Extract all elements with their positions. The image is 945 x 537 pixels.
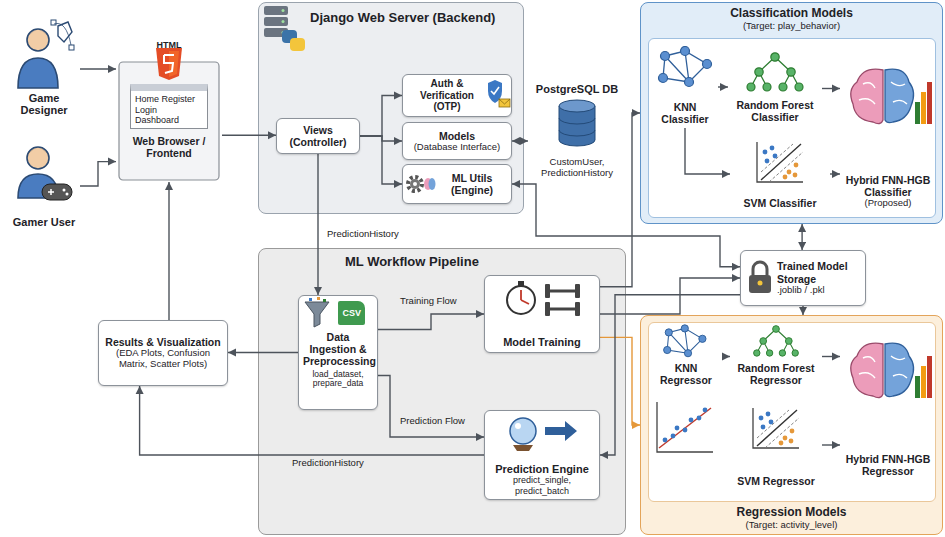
node-text: ML Workflow Pipeline: [258, 248, 626, 270]
connector: [512, 184, 740, 267]
node-text: Random Forest Regressor: [734, 362, 818, 386]
node-text: predict_single, predict_batch: [489, 475, 595, 496]
process-box: Models(Database Interface): [402, 122, 512, 160]
edge-label: Training Flow: [398, 296, 459, 307]
process-box: Results & Visualization(EDA Plots, Confu…: [98, 320, 228, 386]
node-text: Views (Controller): [281, 124, 355, 148]
process-box: Auth & Verification (OTP): [402, 74, 512, 117]
node-text: CustomUser, PredictionHistory: [532, 157, 622, 179]
node-text: Random Forest Classifier: [732, 99, 818, 123]
connector: [822, 444, 840, 445]
server-panel: Django Web Server (Backend) Views (Contro…: [258, 2, 524, 214]
model-icon: KNN Classifier: [652, 46, 718, 128]
node-text: KNN Classifier: [656, 101, 714, 125]
edge-label: PredictionHistory: [325, 229, 401, 240]
connector: [722, 356, 730, 357]
pipeline-panel: ML Workflow PipelineCSV Data Ingestion & …: [258, 248, 626, 535]
process-box: Views (Controller): [276, 118, 360, 154]
connector: [685, 128, 730, 174]
connector: [718, 86, 728, 87]
connector: [228, 352, 298, 353]
node-text: (EDA Plots, Confusion Matrix, Scatter Pl…: [103, 348, 223, 370]
storage-box: Trained Model Storage.joblib / .pkl: [740, 250, 866, 306]
connector: [222, 135, 276, 136]
process-box: Prediction Enginepredict_single, predict…: [484, 410, 600, 500]
connector: [801, 224, 802, 250]
model-icon: Random Forest Regressor: [730, 324, 822, 389]
node-text: CSV: [338, 301, 365, 325]
node-text: (Proposed): [844, 198, 932, 209]
connector: [600, 278, 740, 314]
connector: [802, 306, 803, 315]
node-text: load_dataset, prepare_data: [303, 370, 373, 390]
node-text: .joblib / .pkl: [745, 285, 861, 296]
node-text: SVM Regressor: [734, 475, 818, 487]
node-text: Game Designer: [12, 92, 76, 117]
node-text: HTML: [120, 40, 218, 50]
node-text: SVM Classifier: [734, 197, 826, 209]
node-text: Model Training: [489, 336, 595, 349]
actor: Game Designer: [8, 18, 80, 120]
node-text: Regression Models: [640, 506, 943, 520]
connector: [378, 314, 484, 330]
node-text: PostgreSQL DB: [532, 83, 622, 96]
connector: [822, 356, 840, 357]
node-text: Hybrid FNN-HGB Classifier: [844, 174, 932, 198]
node-text: Trained Model Storage: [745, 260, 861, 284]
model-icon: SVM Classifier: [730, 136, 830, 212]
node-text: (Target: activity_level): [640, 520, 943, 531]
connector: [80, 68, 116, 69]
edge-label: PredictionHistory: [290, 458, 366, 469]
connector: [830, 173, 840, 174]
node-text: Classification Models: [640, 7, 943, 21]
connector: [360, 136, 402, 141]
connector: [600, 337, 640, 425]
process-box: CSV Data Ingestion & Preprocessing load_da…: [298, 295, 378, 410]
connector: [600, 113, 640, 287]
model-icon: KNN Regressor: [650, 324, 722, 389]
node-text: (Database Interface): [407, 142, 507, 153]
connector: [822, 88, 840, 89]
connector: [360, 136, 402, 184]
node-text: Models: [407, 130, 507, 142]
node-text: Prediction Engine: [489, 463, 595, 476]
node-text: Data Ingestion & Preprocessing: [303, 331, 373, 367]
model-panel: Classification Models(Target: play_behav…: [640, 2, 943, 224]
node-text: Hybrid FNN-HGB Regressor: [844, 453, 932, 477]
connector: [168, 182, 169, 320]
frontend-box: HTML Home Register Login DashboardWeb Bro…: [116, 36, 222, 182]
process-box: ML Utils (Engine): [402, 164, 512, 204]
model-icon: Hybrid FNN-HGB Classifier(Proposed): [840, 58, 936, 212]
connector: [317, 154, 318, 295]
connector: [378, 376, 484, 438]
model-icon: SVM Regressor: [730, 400, 822, 490]
node-text: Home Register Login Dashboard: [130, 84, 208, 129]
model-panel: Regression Models(Target: activity_level…: [640, 315, 943, 535]
node-text: Results & Visualization: [103, 336, 223, 348]
connector: [512, 140, 528, 141]
node-text: Django Web Server (Backend): [258, 2, 524, 26]
node-text: Auth & Verification (OTP): [407, 78, 507, 113]
model-icon: Random Forest Classifier: [728, 51, 822, 126]
edge-label: Prediction Flow: [398, 416, 467, 427]
node-text: Gamer User: [12, 216, 76, 229]
database: PostgreSQL DB CustomUser, PredictionHisto…: [528, 80, 626, 182]
node-text: Web Browser / Frontend: [120, 135, 218, 159]
connector: [600, 295, 740, 455]
node-text: ML Utils (Engine): [407, 172, 507, 196]
connector: [360, 96, 402, 137]
node-text: (Target: play_behavior): [640, 21, 943, 32]
model-icon: Hybrid FNN-HGB Regressor: [840, 330, 936, 480]
connector: [80, 162, 116, 186]
node-text: KNN Regressor: [654, 362, 718, 386]
process-box: Model Training: [484, 275, 600, 353]
actor: Gamer User: [8, 140, 80, 232]
